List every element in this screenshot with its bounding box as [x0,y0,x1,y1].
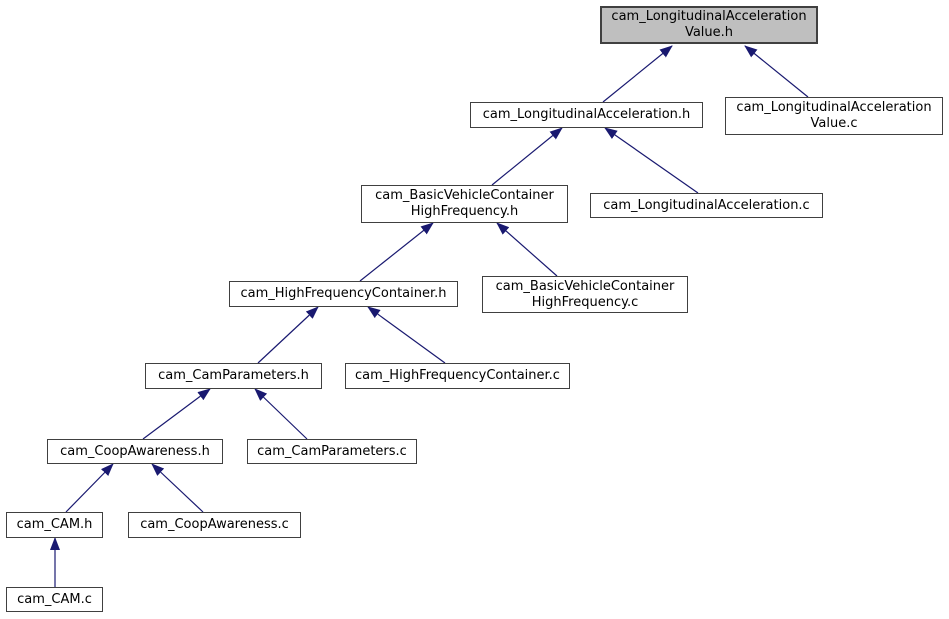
graph-node-cam-coopawareness-c[interactable]: cam_CoopAwareness.c [128,512,301,538]
include-edge-cam-basicvehiclecontainerhighfrequency-c-to-cam-basicvehiclecontainerhighfrequency-h [496,222,558,277]
graph-node-cam-coopawareness-h[interactable]: cam_CoopAwareness.h [47,439,223,464]
node-label-line: cam_LongitudinalAcceleration.c [603,197,810,213]
node-label-line: Value.h [684,25,734,40]
include-edge-cam-cam-h-to-cam-coopawareness-h [65,463,114,513]
node-label-line: cam_CAM.c [17,591,92,607]
include-edge-cam-highfrequencycontainer-h-to-cam-basicvehiclecontainerhighfrequency-h [359,222,434,282]
node-label-line: cam_CamParameters.h [158,368,309,383]
graph-node-cam-highfrequencycontainer-c[interactable]: cam_HighFrequencyContainer.c [345,363,570,389]
node-label-line: cam_HighFrequencyContainer.h [240,286,447,301]
graph-node-cam-cam-h[interactable]: cam_CAM.h [6,512,103,538]
include-edge-cam-coopawareness-h-to-cam-camparameters-h [142,388,211,440]
include-edge-cam-highfrequencycontainer-c-to-cam-highfrequencycontainer-h [367,306,446,364]
graph-node-cam-longitudinalacceleration-c[interactable]: cam_LongitudinalAcceleration.c [590,193,823,218]
node-label-line: cam_LongitudinalAcceleration [611,9,807,24]
graph-node-cam-highfrequencycontainer-h[interactable]: cam_HighFrequencyContainer.h [229,281,458,307]
graph-node-cam-cam-c[interactable]: cam_CAM.c [6,587,103,612]
node-label-line: cam_CoopAwareness.c [140,517,289,532]
node-label-line: cam_BasicVehicleContainer [375,188,554,203]
node-label-line: cam_BasicVehicleContainer [495,278,675,294]
node-label-line: cam_HighFrequencyContainer.c [355,368,560,383]
node-label-line: cam_LongitudinalAcceleration [736,100,932,115]
node-label-line: cam_CoopAwareness.h [60,443,210,459]
node-label-line: cam_CamParameters.c [257,443,407,459]
graph-node-cam-camparameters-h[interactable]: cam_CamParameters.h [145,363,322,389]
node-label-line: HighFrequency.h [410,204,519,219]
include-edge-cam-longitudinalacceleration-h-to-cam-longitudinalaccelerationvalue-h [602,45,673,103]
graph-node-cam-camparameters-c[interactable]: cam_CamParameters.c [247,439,417,464]
include-edge-cam-basicvehiclecontainerhighfrequency-h-to-cam-longitudinalacceleration-h [491,127,563,186]
include-edge-cam-coopawareness-c-to-cam-coopawareness-h [151,463,204,513]
graph-node-cam-longitudinalacceleration-h[interactable]: cam_LongitudinalAcceleration.h [470,102,703,128]
include-edge-cam-camparameters-c-to-cam-camparameters-h [254,388,308,440]
include-edge-cam-longitudinalacceleration-c-to-cam-longitudinalacceleration-h [604,127,699,194]
node-label-line: cam_LongitudinalAcceleration.h [482,107,691,122]
include-edge-cam-camparameters-h-to-cam-highfrequencycontainer-h [257,306,319,364]
node-label-line: HighFrequency.c [531,294,639,310]
node-label-line: cam_CAM.h [16,517,93,532]
node-label-line: Value.c [810,116,858,131]
include-edge-cam-longitudinalaccelerationvalue-c-to-cam-longitudinalaccelerationvalue-h [744,45,809,98]
